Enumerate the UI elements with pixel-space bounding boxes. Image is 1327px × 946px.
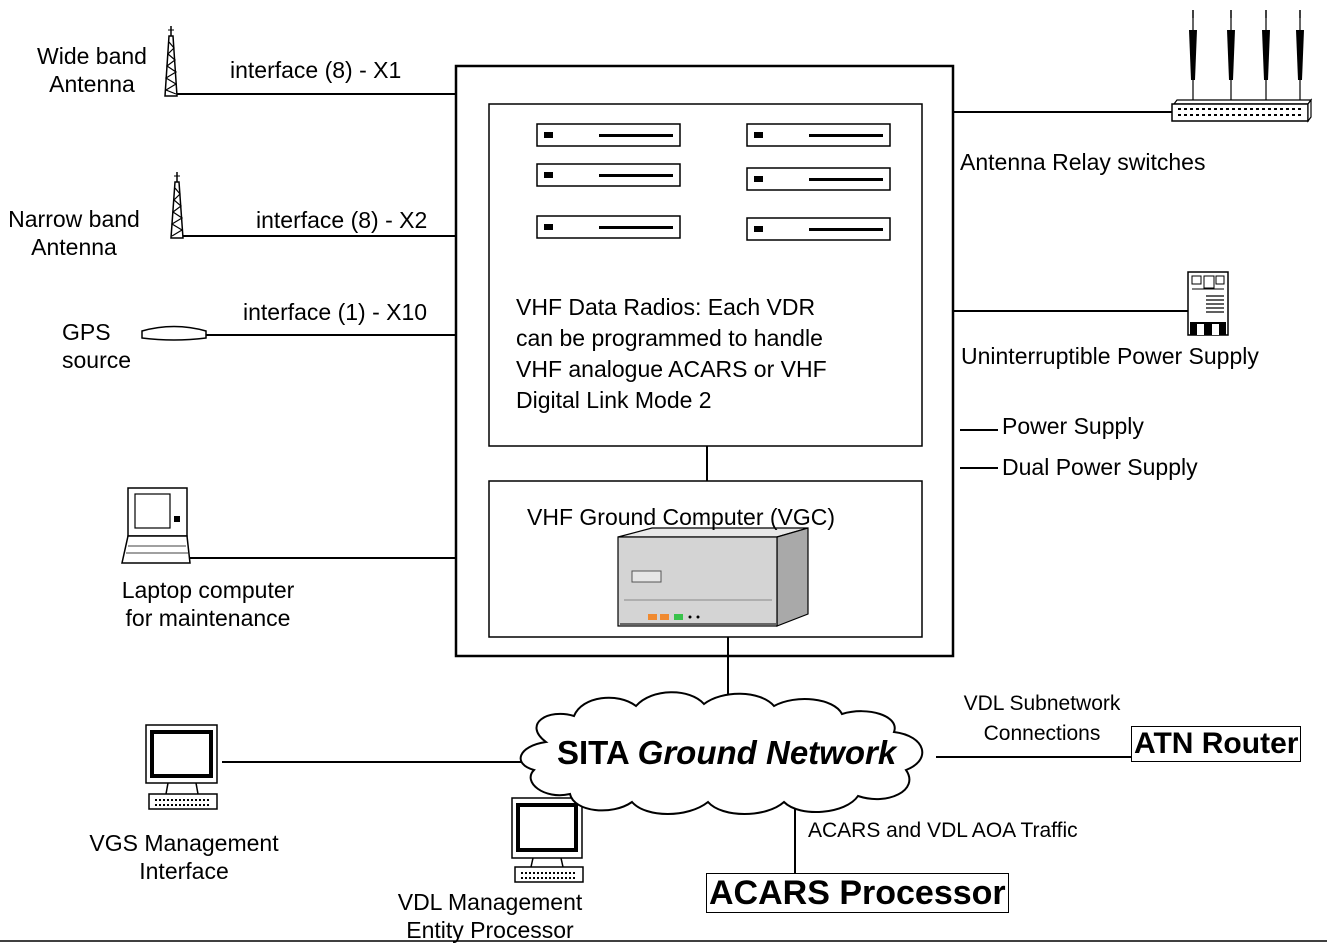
antenna-icon [170, 172, 184, 239]
cloud-icon [519, 691, 924, 815]
radio-unit-icon [746, 123, 891, 147]
vgc-box [488, 480, 923, 638]
network-label: SITA Ground Network [557, 734, 897, 771]
antenna-relay-label: Antenna Relay switches [960, 149, 1206, 175]
radio-unit-icon [746, 167, 891, 191]
ups-icon [1187, 271, 1229, 336]
server-icon [617, 527, 809, 627]
vgc-label: VHF Ground Computer (VGC) [527, 504, 836, 530]
radio-unit-icon [536, 163, 681, 187]
radio-unit-icon [536, 123, 681, 147]
vdr-box [488, 103, 923, 447]
radio-unit-icon [746, 217, 891, 241]
interface-x10-label: interface (1) - X10 [243, 299, 428, 325]
ground-station-box [454, 64, 955, 658]
radio-unit-icon [536, 215, 681, 239]
workstation-icon [145, 724, 218, 810]
acars-traffic-label: ACARS and VDL AOA Traffic [808, 819, 1078, 842]
vdr-description: VHF Data Radios: Each VDR can be program… [516, 294, 827, 413]
ups-label: Uninterruptible Power Supply [961, 343, 1259, 369]
acars-processor-box: ACARS Processor [706, 873, 1009, 913]
gps-receiver-icon [141, 325, 207, 341]
antenna-relay-icon [1171, 10, 1313, 123]
power-supply-label: Power Supply [1002, 413, 1144, 439]
interface-x2-label: interface (8) - X2 [256, 207, 428, 233]
interface-x1-label: interface (8) - X1 [230, 57, 402, 83]
workstation-icon [511, 797, 584, 883]
antenna-icon [164, 26, 178, 97]
laptop-icon [121, 487, 191, 564]
dual-power-supply-label: Dual Power Supply [1002, 454, 1198, 480]
atn-router-box: ATN Router [1131, 726, 1302, 762]
